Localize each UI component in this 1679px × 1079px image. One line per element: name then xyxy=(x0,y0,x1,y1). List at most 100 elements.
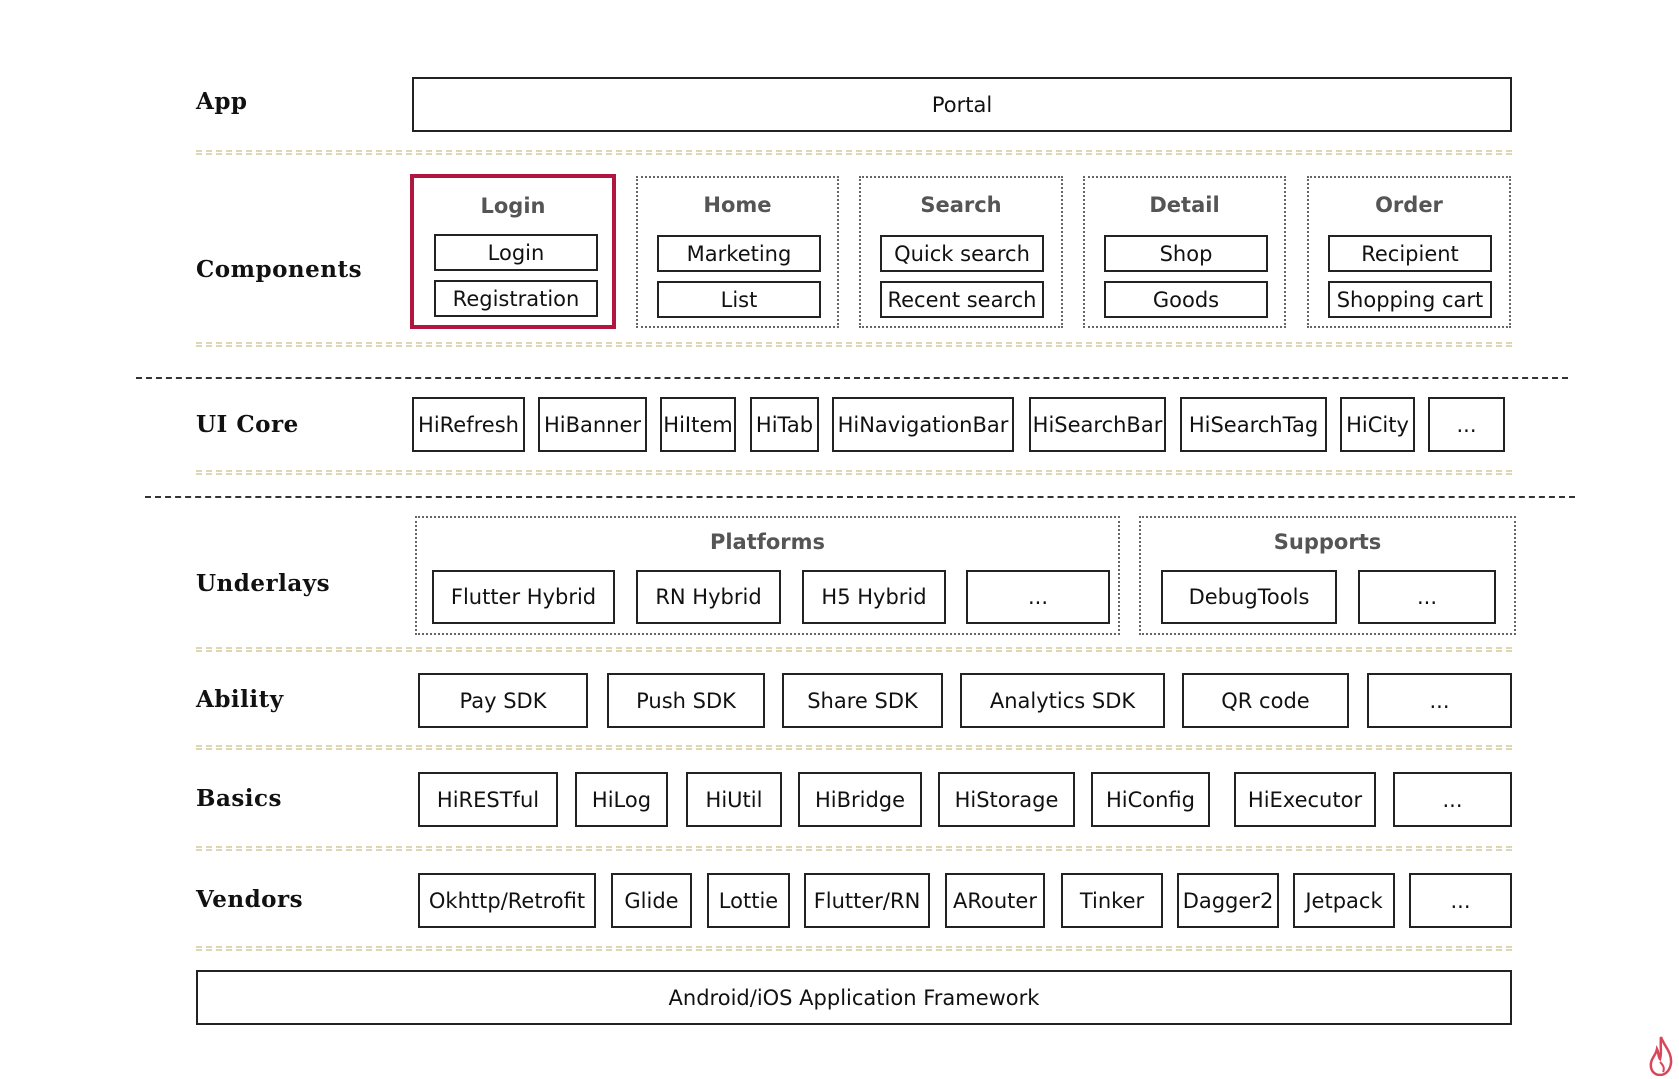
ability-item-label: ... xyxy=(1429,688,1450,713)
vendor-item: Lottie xyxy=(707,873,790,928)
ability-item: Share SDK xyxy=(782,673,943,728)
layer-label-vendors: Vendors xyxy=(196,886,304,913)
ui-core-item: ... xyxy=(1428,397,1505,452)
ui-core-item: HiSearchBar xyxy=(1029,397,1166,452)
ui-core-item-label: HiRefresh xyxy=(418,412,519,437)
flame-icon xyxy=(1649,1036,1673,1076)
separator xyxy=(196,647,1512,652)
vendor-item: ... xyxy=(1409,873,1512,928)
underlay-group-title: Platforms xyxy=(709,530,826,554)
vendor-item-label: Lottie xyxy=(718,888,779,913)
ui-core-item-label: ... xyxy=(1456,412,1477,437)
support-item: ... xyxy=(1358,570,1496,624)
component-item-label: Shopping cart xyxy=(1336,287,1484,312)
basics-item: ... xyxy=(1393,772,1512,827)
vendor-item-label: Dagger2 xyxy=(1182,888,1274,913)
ability-item-label: QR code xyxy=(1221,688,1310,713)
vendor-item-label: Okhttp/Retrofit xyxy=(428,888,586,913)
component-item: Recipient xyxy=(1328,235,1492,272)
component-item-label: Registration xyxy=(452,286,580,311)
component-item-label: Goods xyxy=(1152,287,1220,312)
component-item-label: Quick search xyxy=(894,241,1030,266)
component-group-title: Login xyxy=(480,194,546,218)
component-item: Shop xyxy=(1104,235,1268,272)
basics-item: HiStorage xyxy=(938,772,1075,827)
ability-item: Push SDK xyxy=(607,673,765,728)
basics-item: HiConfig xyxy=(1091,772,1210,827)
component-item: Goods xyxy=(1104,281,1268,318)
platform-item-label: Flutter Hybrid xyxy=(450,585,597,609)
vendor-item-label: Tinker xyxy=(1079,888,1145,913)
basics-item: HiUtil xyxy=(686,772,782,827)
component-group-title: Order xyxy=(1375,193,1443,217)
vendor-item: ARouter xyxy=(945,873,1045,928)
platform-item-label: RN Hybrid xyxy=(655,585,762,609)
component-group-detail: Detail Shop Goods xyxy=(1083,176,1286,328)
component-group-order: Order Recipient Shopping cart xyxy=(1307,176,1511,328)
basics-item-label: HiUtil xyxy=(705,787,763,812)
component-item-label: Recent search xyxy=(887,287,1037,312)
framework-box: Android/iOS Application Framework xyxy=(196,970,1512,1025)
component-item: Recent search xyxy=(880,281,1044,318)
component-item: Login xyxy=(434,234,598,271)
component-item-label: Login xyxy=(487,240,545,265)
basics-item: HiRESTful xyxy=(418,772,558,827)
layer-label-basics: Basics xyxy=(196,785,282,812)
basics-item: HiExecutor xyxy=(1234,772,1376,827)
vendor-item-label: Glide xyxy=(624,888,679,913)
underlay-group-platforms: Platforms Flutter Hybrid RN Hybrid H5 Hy… xyxy=(415,516,1120,635)
ui-core-item-label: HiCity xyxy=(1346,412,1409,437)
basics-item-label: HiLog xyxy=(591,787,652,812)
layer-label-underlays: Underlays xyxy=(196,570,331,597)
vendor-item: Tinker xyxy=(1061,873,1163,928)
platform-item: H5 Hybrid xyxy=(802,570,946,624)
vendor-item-label: ... xyxy=(1450,888,1471,913)
support-item-label: ... xyxy=(1416,585,1438,609)
portal-box: Portal xyxy=(412,77,1512,132)
ui-core-item-label: HiSearchBar xyxy=(1032,412,1163,437)
component-group-search: Search Quick search Recent search xyxy=(859,176,1063,328)
underlay-group-supports: Supports DebugTools ... xyxy=(1139,516,1516,635)
ui-core-item: HiCity xyxy=(1340,397,1415,452)
portal-label: Portal xyxy=(931,92,993,117)
basics-item-label: HiConfig xyxy=(1105,787,1195,812)
separator xyxy=(196,470,1512,475)
ui-core-item: HiItem xyxy=(660,397,736,452)
basics-item-label: HiStorage xyxy=(954,787,1059,812)
separator xyxy=(196,745,1512,750)
layer-label-components: Components xyxy=(196,256,363,283)
component-item-label: Marketing xyxy=(686,241,792,266)
layer-label-ui-core: UI Core xyxy=(196,411,299,438)
ui-core-item-label: HiItem xyxy=(663,412,733,437)
vendor-item: Glide xyxy=(611,873,692,928)
separator xyxy=(196,846,1512,851)
basics-item: HiBridge xyxy=(798,772,922,827)
ability-item: Analytics SDK xyxy=(960,673,1165,728)
component-item: Marketing xyxy=(657,235,821,272)
platform-item: Flutter Hybrid xyxy=(432,570,615,624)
ui-core-item-label: HiBanner xyxy=(543,412,642,437)
component-item: Shopping cart xyxy=(1328,281,1492,318)
component-item: Registration xyxy=(434,280,598,317)
framework-label: Android/iOS Application Framework xyxy=(668,985,1040,1010)
vendor-item: Jetpack xyxy=(1293,873,1395,928)
layer-boundary-line xyxy=(136,377,1568,379)
vendor-item: Dagger2 xyxy=(1177,873,1279,928)
ui-core-item: HiSearchTag xyxy=(1180,397,1327,452)
component-item: Quick search xyxy=(880,235,1044,272)
layer-label-app: App xyxy=(196,88,248,115)
ui-core-item-label: HiSearchTag xyxy=(1188,412,1319,437)
platform-item: ... xyxy=(966,570,1110,624)
layer-label-ability: Ability xyxy=(196,686,284,713)
component-group-title: Home xyxy=(703,193,772,217)
ability-item-label: Share SDK xyxy=(807,688,918,713)
vendor-item: Okhttp/Retrofit xyxy=(418,873,596,928)
ui-core-item: HiTab xyxy=(750,397,819,452)
ability-item-label: Analytics SDK xyxy=(989,688,1136,713)
ability-item-label: Pay SDK xyxy=(459,688,547,713)
basics-item: HiLog xyxy=(575,772,668,827)
platform-item: RN Hybrid xyxy=(636,570,781,624)
separator xyxy=(196,946,1512,951)
ui-core-item-label: HiTab xyxy=(755,412,814,437)
component-item-label: Shop xyxy=(1159,241,1213,266)
